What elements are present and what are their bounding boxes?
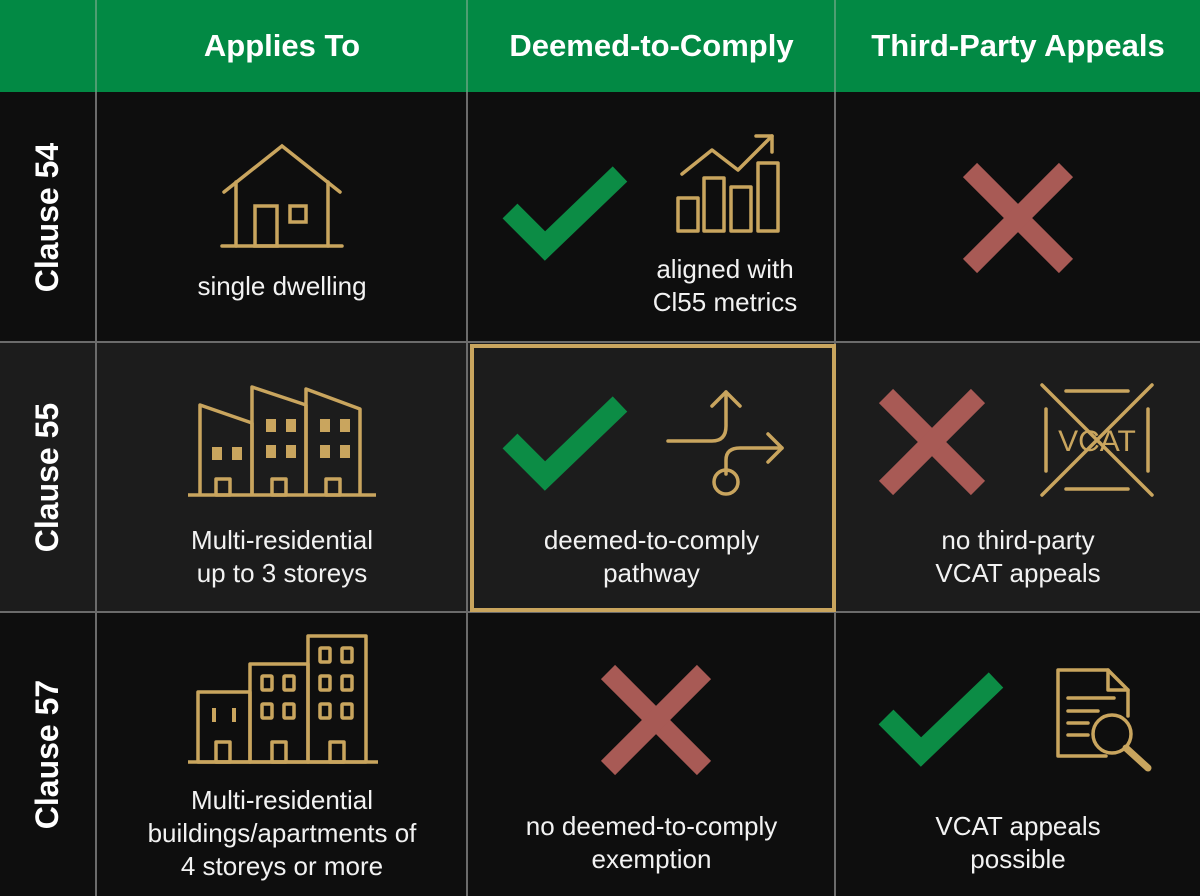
check-icon [502,396,628,491]
pathway-arrows-icon [666,390,784,496]
header-third-party-appeals: Third-Party Appeals [871,28,1165,63]
header-divider [834,0,836,92]
caption-line: aligned with [656,254,794,284]
check-icon [878,672,1004,767]
grid-divider [0,341,1200,343]
caption-aligned-with-cl55: aligned with Cl55 metrics [600,253,850,319]
highlighted-cell-border [470,344,836,612]
table-header: Applies To Deemed-to-Comply Third-Party … [0,0,1200,92]
vcat-crossed-out-icon: VCAT [1040,383,1154,497]
caption-multi-residential-3: Multi-residential up to 3 storeys [97,524,467,590]
caption-line: pathway [603,558,700,588]
row-label-clause-57: Clause 57 [0,612,96,896]
caption-line: buildings/apartments of [147,818,417,848]
grid-divider [466,92,468,896]
three-storey-buildings-icon [188,385,376,497]
caption-line: possible [970,844,1066,874]
bar-chart-trend-icon [676,134,780,233]
apartment-buildings-icon [188,634,378,764]
document-search-icon [1056,668,1152,772]
caption-line: Cl55 metrics [652,287,798,317]
caption-deemed-to-comply-pathway: deemed-to-comply pathway [468,524,835,590]
cross-icon [878,388,986,496]
caption-line: exemption [591,844,712,874]
caption-no-deemed-to-comply: no deemed-to-comply exemption [468,810,835,876]
caption-line: Multi-residential [190,785,374,815]
row-label-text: Clause 55 [29,402,66,552]
caption-line: deemed-to-comply [543,525,760,555]
row-label-text: Clause 57 [29,679,66,829]
caption-line: VCAT appeals [935,558,1101,588]
grid-divider [95,92,97,896]
caption-vcat-appeals-possible: VCAT appeals possible [836,810,1200,876]
header-applies-to: Applies To [203,28,361,63]
caption-line: no deemed-to-comply [525,811,778,841]
cross-icon [962,162,1074,274]
header-corner [0,0,96,92]
cross-icon [600,664,712,776]
row-label-clause-54: Clause 54 [0,92,96,342]
row-clause-54 [0,92,1200,342]
caption-line: VCAT appeals [935,811,1101,841]
caption-line: Multi-residential [190,525,374,555]
header-divider [466,0,468,92]
caption-no-third-party: no third-party VCAT appeals [836,524,1200,590]
vcat-icon-text: VCAT [1058,425,1136,458]
row-label-text: Clause 54 [29,142,66,292]
caption-multi-residential-4plus: Multi-residential buildings/apartments o… [97,784,467,883]
caption-line: up to 3 storeys [196,558,368,588]
caption-line: 4 storeys or more [180,851,384,881]
grid-divider [0,611,1200,613]
row-clause-57 [0,612,1200,896]
caption-line: no third-party [941,525,1095,555]
caption-single-dwelling: single dwelling [197,271,367,301]
row-label-clause-55: Clause 55 [0,342,96,612]
house-icon [220,143,344,248]
header-divider [95,0,97,92]
check-icon [502,166,628,261]
header-deemed-to-comply: Deemed-to-Comply [509,28,794,63]
